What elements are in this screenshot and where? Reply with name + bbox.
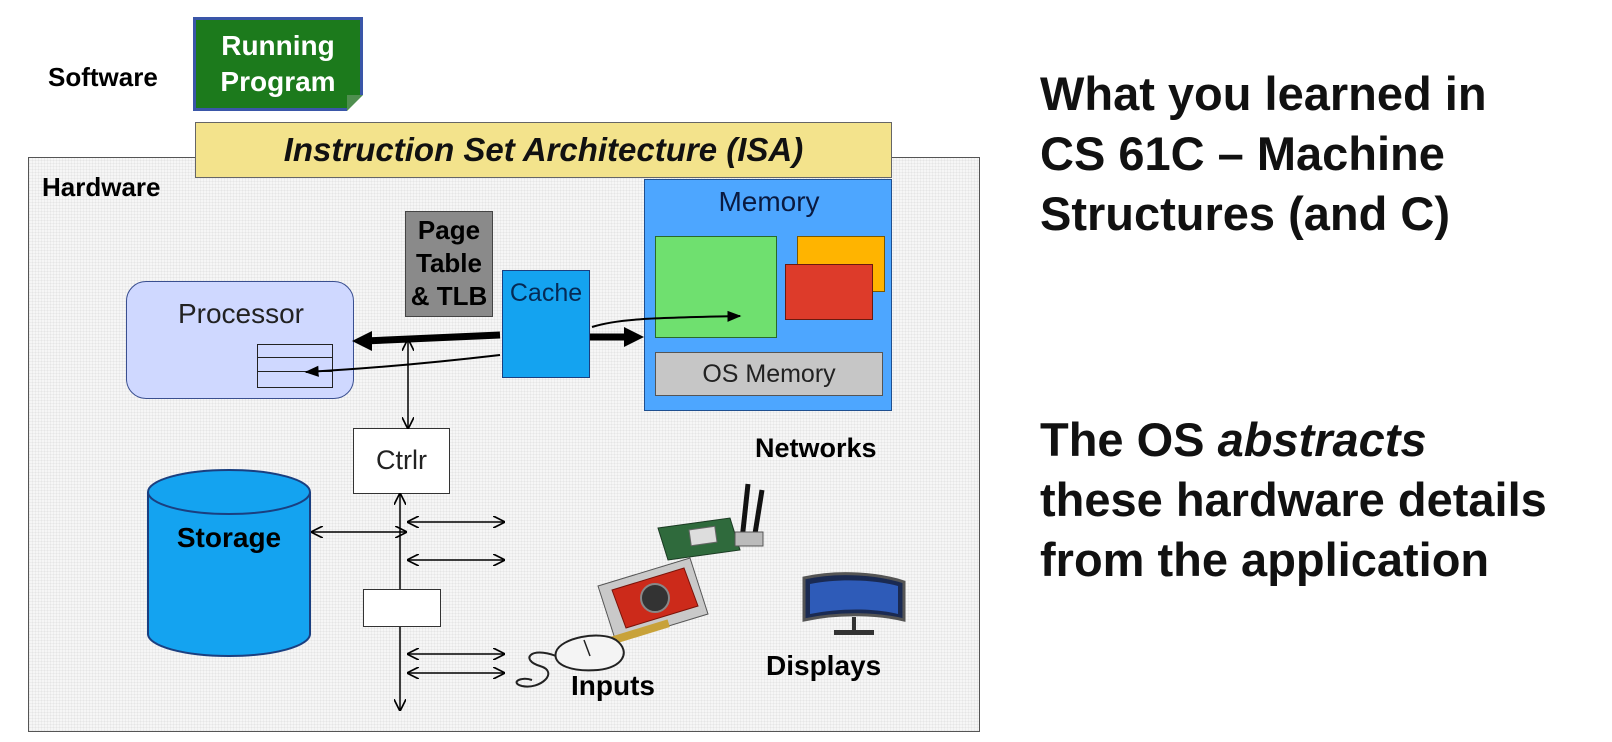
running-program-line2: Program <box>220 66 336 97</box>
abstraction-line3: from the application <box>1040 533 1490 586</box>
running-program-line1: Running <box>221 30 335 61</box>
page-table-line1: Page <box>417 215 481 245</box>
processor-label: Processor <box>177 298 305 329</box>
abstraction-emphasis: abstracts <box>1217 413 1427 466</box>
bus-arrows <box>304 310 742 377</box>
memory-title: Memory <box>718 186 820 217</box>
graphics-card-icon <box>597 557 709 645</box>
memory-region-green <box>655 236 777 338</box>
cache-block: Cache <box>502 270 590 378</box>
memory-block: Memory OS Memory <box>644 179 892 411</box>
abstraction-line2: these hardware details <box>1040 473 1547 526</box>
abstraction-text-block: The OS abstracts these hardware details … <box>1040 410 1605 590</box>
io-bus <box>312 340 504 710</box>
register-file <box>257 344 333 388</box>
controller-box: Ctrlr <box>353 428 450 494</box>
abstraction-prefix: The OS <box>1040 413 1218 466</box>
isa-bar: Instruction Set Architecture (ISA) <box>195 122 892 178</box>
software-label: Software <box>48 62 158 92</box>
cs61c-line1: What you learned in <box>1040 67 1487 120</box>
io-controller-box <box>363 589 441 627</box>
hardware-label: Hardware <box>42 172 161 202</box>
page-fold-icon <box>347 95 363 111</box>
cs61c-line2: CS 61C – Machine <box>1040 127 1445 180</box>
memory-region-red <box>785 264 873 320</box>
inputs-label: Inputs <box>571 670 655 701</box>
page-table-tlb: Page Table & TLB <box>405 211 493 317</box>
mouse-icon <box>515 634 625 688</box>
monitor-icon <box>802 572 906 635</box>
storage-label: Storage <box>176 522 282 553</box>
os-memory: OS Memory <box>655 352 883 396</box>
running-program-box: Running Program <box>193 17 363 111</box>
storage-cylinder <box>147 469 311 657</box>
networks-label: Networks <box>755 433 877 463</box>
cs61c-text-block: What you learned in CS 61C – Machine Str… <box>1040 64 1600 244</box>
page-table-line2: Table <box>416 248 482 278</box>
processor-block: Processor <box>126 281 354 399</box>
page-table-line3: & TLB <box>410 281 488 311</box>
abstraction-line1: The OS abstracts <box>1040 410 1605 470</box>
cs61c-line3: Structures (and C) <box>1040 187 1450 240</box>
displays-label: Displays <box>766 650 882 681</box>
network-card-icon <box>657 483 765 561</box>
